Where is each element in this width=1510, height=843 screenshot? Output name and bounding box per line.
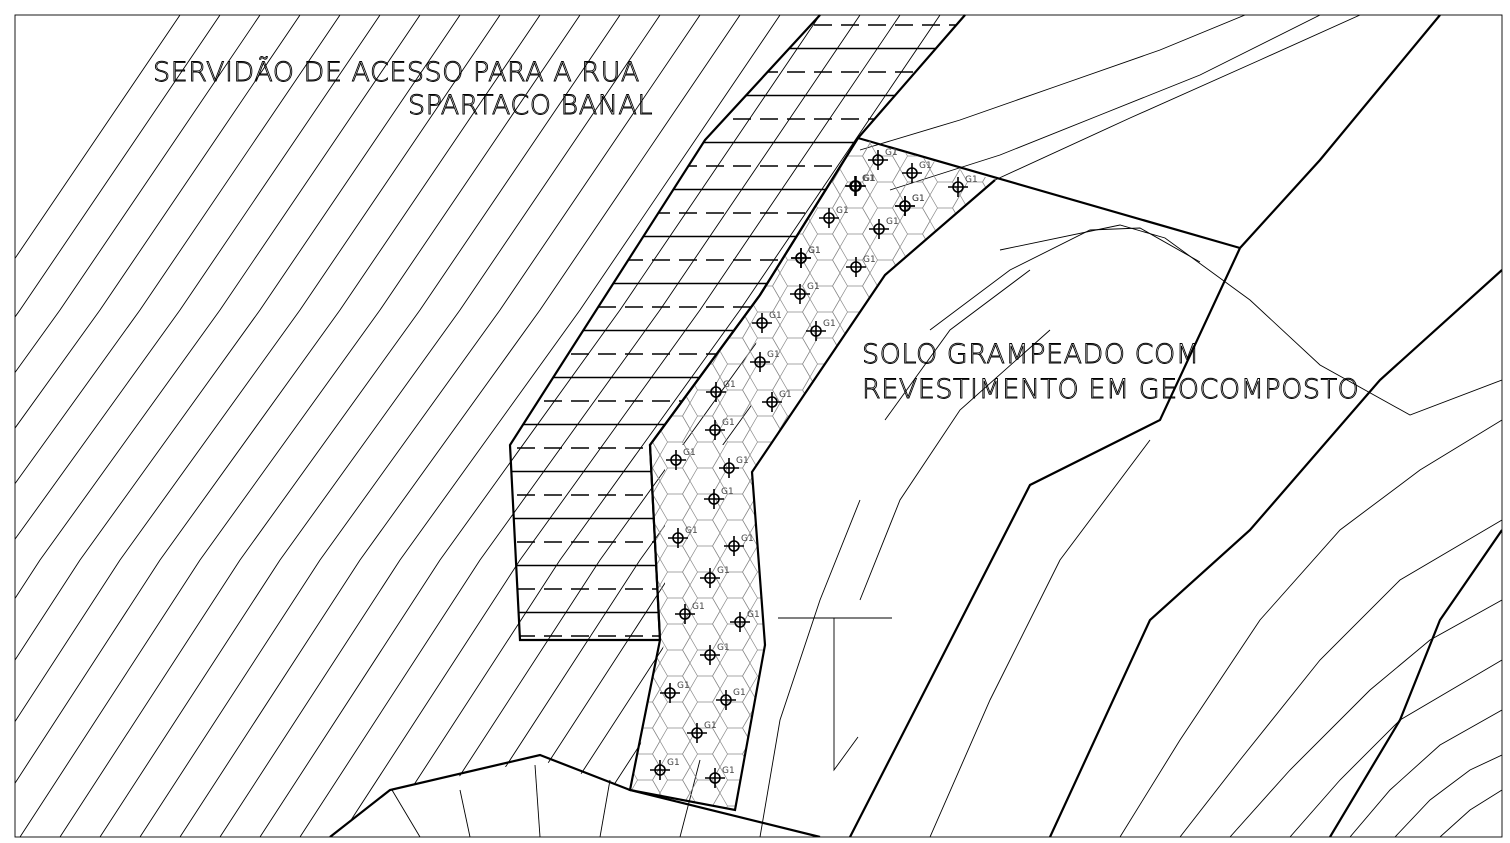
nail-tag: G1	[863, 174, 876, 184]
nail-tag: G1	[912, 194, 925, 204]
contour-line	[739, 15, 965, 837]
crosshair-circle-icon: G1	[705, 418, 735, 440]
nail-tag: G1	[683, 448, 696, 458]
crosshair-circle-icon: G1	[705, 766, 735, 788]
crosshair-circle-icon: G1	[704, 487, 734, 509]
nail-tag: G1	[723, 380, 736, 390]
crosshair-circle-icon: G1	[868, 148, 898, 170]
crosshair-circle-icon: G1	[791, 246, 821, 268]
nail-tag: G1	[823, 319, 836, 329]
nail-tag: G1	[717, 643, 730, 653]
crosshair-circle-icon: G1	[869, 217, 899, 239]
crosshair-circle-icon: G1	[687, 721, 717, 743]
nail-tag: G1	[767, 350, 780, 360]
section-cut-icon	[778, 617, 892, 772]
nail-tag: G1	[779, 390, 792, 400]
nail-tag: G1	[747, 610, 760, 620]
crosshair-circle-icon: G1	[719, 456, 749, 478]
crosshair-circle-icon: G1	[660, 681, 690, 703]
contour-line	[15, 15, 181, 837]
nail-tag: G1	[862, 174, 875, 184]
contour-line	[15, 15, 221, 837]
label-easement-line2: SPARTACO BANAL	[408, 90, 653, 121]
nail-tag: G1	[741, 534, 754, 544]
contour-line	[179, 15, 741, 837]
crosshair-circle-icon: G1	[895, 194, 925, 216]
crosshair-circle-icon: G1	[902, 161, 932, 183]
drawing-frame	[14, 14, 1503, 838]
label-soil-nailing-line1: SOLO GRAMPEADO COM	[862, 339, 1200, 370]
nail-tag: G1	[808, 246, 821, 256]
contour-line	[99, 15, 661, 837]
nail-tag: G1	[667, 758, 680, 768]
contour-line	[15, 15, 501, 837]
nail-tag: G1	[919, 161, 932, 171]
contour-line	[15, 15, 421, 837]
contour-line	[59, 15, 621, 837]
contour-line	[819, 15, 965, 837]
contour-line	[379, 15, 941, 837]
contour-line	[339, 15, 901, 837]
crosshair-circle-icon: G1	[716, 688, 746, 710]
nail-tag: G1	[733, 688, 746, 698]
nail-tag: G1	[717, 566, 730, 576]
nail-tag: G1	[863, 255, 876, 265]
crosshair-circle-icon: G1	[846, 255, 876, 277]
nail-tag: G1	[807, 282, 820, 292]
contour-line	[539, 15, 965, 837]
crosshair-circle-icon: G1	[666, 448, 696, 470]
label-easement-line1: SERVIDÃO DE ACESSO PARA A RUA	[153, 56, 640, 88]
nail-tag: G1	[722, 418, 735, 428]
contour-line	[299, 15, 861, 837]
contour-line	[15, 15, 381, 837]
crosshair-circle-icon: G1	[700, 643, 730, 665]
boundary-lines	[329, 15, 1502, 837]
crosshair-circle-icon: G1	[846, 174, 876, 196]
nail-tag: G1	[722, 766, 735, 776]
crosshair-circle-icon: G1	[730, 610, 760, 632]
crosshair-circle-icon: G1	[819, 206, 849, 228]
nail-tag: G1	[685, 526, 698, 536]
crosshair-circle-icon: G1	[806, 319, 836, 341]
crosshair-circle-icon: G1	[668, 526, 698, 548]
nail-tag: G1	[677, 681, 690, 691]
nail-tag: G1	[886, 217, 899, 227]
nail-tag: G1	[704, 721, 717, 731]
crosshair-circle-icon: G1	[750, 350, 780, 372]
nail-tag: G1	[808, 246, 821, 256]
crosshair-circle-icon: G1	[724, 534, 754, 556]
contour-line	[779, 15, 965, 837]
crosshair-circle-icon: G1	[762, 390, 792, 412]
contour-lines-right	[391, 15, 1502, 837]
contour-line	[15, 15, 341, 837]
contour-line	[259, 15, 821, 837]
contour-line	[939, 15, 965, 837]
crosshair-circle-icon: G1	[790, 282, 820, 304]
crosshair-circle-icon: G1	[706, 380, 736, 402]
nail-tag: G1	[692, 602, 705, 612]
nail-tag: G1	[836, 206, 849, 216]
nail-tag: G1	[721, 487, 734, 497]
contour-line	[15, 15, 461, 837]
contour-line	[15, 15, 261, 837]
nail-tag: G1	[912, 194, 925, 204]
contour-line	[15, 15, 541, 837]
crosshair-circle-icon: G1	[700, 566, 730, 588]
nail-tag: G1	[769, 311, 782, 321]
contour-line	[19, 15, 581, 837]
label-soil-nailing-line2: REVESTIMENTO EM GEOCOMPOSTO	[862, 374, 1359, 405]
contour-line	[139, 15, 701, 837]
contour-line	[859, 15, 965, 837]
nail-tag: G1	[736, 456, 749, 466]
crosshair-circle-icon: G1	[650, 758, 680, 780]
crosshair-circle-icon: G1	[948, 175, 978, 197]
nail-tag: G1	[965, 175, 978, 185]
contour-line	[15, 15, 301, 837]
contour-line	[219, 15, 781, 837]
crosshair-circle-icon: G1	[752, 311, 782, 333]
crosshair-circle-icon: G1	[675, 602, 705, 624]
nail-tag: G1	[885, 148, 898, 158]
